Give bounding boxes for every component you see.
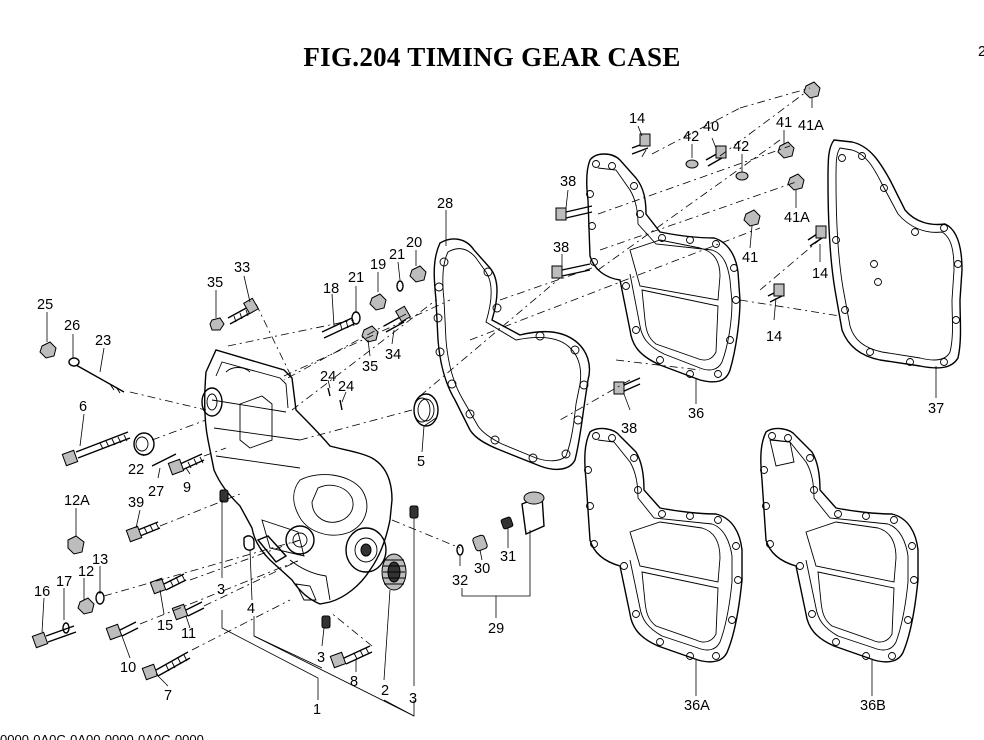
callout-33: 33 <box>234 260 250 276</box>
gasket-37 <box>827 139 963 369</box>
callout-5: 5 <box>417 454 425 470</box>
callout-3a: 3 <box>217 582 225 598</box>
callout-21a: 21 <box>348 270 364 286</box>
callout-9: 9 <box>183 480 191 496</box>
callout-12a: 12A <box>64 493 90 509</box>
callout-10: 10 <box>120 660 136 676</box>
callout-3c: 3 <box>409 691 417 707</box>
callout-14b: 14 <box>812 266 828 282</box>
callout-15: 15 <box>157 618 173 634</box>
callout-14a: 14 <box>629 111 645 127</box>
callout-24a: 24 <box>320 369 336 385</box>
callout-25: 25 <box>37 297 53 313</box>
footer-code: 0000-0A0C-0A00-0000-0A0C-0000 <box>0 732 204 740</box>
oil-seal-5 <box>413 393 439 427</box>
callout-36: 36 <box>688 406 704 422</box>
callout-26: 26 <box>64 318 80 334</box>
figure-title: FIG.204 TIMING GEAR CASE <box>303 42 681 72</box>
callout-36b: 36B <box>860 698 886 714</box>
plug-22 <box>133 432 155 456</box>
callout-29: 29 <box>488 621 504 637</box>
callout-41A-top: 41A <box>798 118 824 134</box>
assembly-centerlines <box>103 87 841 651</box>
callout-13: 13 <box>92 552 108 568</box>
callout-38a: 38 <box>560 174 576 190</box>
callout-3b: 3 <box>317 650 325 666</box>
callout-32: 32 <box>452 573 468 589</box>
callout-30: 30 <box>474 561 490 577</box>
callout-28: 28 <box>437 196 453 212</box>
callout-37: 37 <box>928 401 944 417</box>
callout-22: 22 <box>128 462 144 478</box>
cover-36 <box>585 153 741 383</box>
callout-34: 34 <box>385 347 401 363</box>
callout-8: 8 <box>350 674 358 690</box>
callout-20: 20 <box>406 235 422 251</box>
idler-gear-2 <box>381 553 407 591</box>
callout-42a: 42 <box>683 129 699 145</box>
callout-7: 7 <box>164 688 172 704</box>
callout-38c: 38 <box>621 421 637 437</box>
callout-40: 40 <box>703 119 719 135</box>
callout-18: 18 <box>323 281 339 297</box>
callout-36a: 36A <box>684 698 710 714</box>
callout-38b: 38 <box>553 240 569 256</box>
callout-12: 12 <box>78 564 94 580</box>
callout-labels: 25 26 23 6 22 27 9 12A 39 16 17 12 13 15… <box>34 111 944 718</box>
callout-4: 4 <box>247 601 255 617</box>
callout-24b: 24 <box>338 379 354 395</box>
callout-41a: 41 <box>776 115 792 131</box>
callout-19: 19 <box>370 257 386 273</box>
callout-35b: 35 <box>362 359 378 375</box>
callout-16: 16 <box>34 584 50 600</box>
cover-36b <box>760 427 919 663</box>
callout-23: 23 <box>95 333 111 349</box>
corner-mark: 2 <box>978 44 984 60</box>
callout-41b: 41 <box>742 250 758 266</box>
timing-gear-case-housing <box>201 349 393 605</box>
callout-21b: 21 <box>389 247 405 263</box>
fastener-hardware <box>31 81 827 681</box>
callout-39: 39 <box>128 495 144 511</box>
callout-14c: 14 <box>766 329 782 345</box>
callout-2: 2 <box>381 683 389 699</box>
callout-42b: 42 <box>733 139 749 155</box>
callout-6: 6 <box>79 399 87 415</box>
callout-31: 31 <box>500 549 516 565</box>
callout-35a: 35 <box>207 275 223 291</box>
callout-41A-mid: 41A <box>784 210 810 226</box>
callout-11: 11 <box>181 626 196 642</box>
cover-36a <box>584 427 743 663</box>
gasket-28 <box>433 238 591 471</box>
callout-17: 17 <box>56 574 72 590</box>
leader-lines <box>41 98 937 717</box>
callout-1: 1 <box>313 702 321 718</box>
callout-27: 27 <box>148 484 164 500</box>
